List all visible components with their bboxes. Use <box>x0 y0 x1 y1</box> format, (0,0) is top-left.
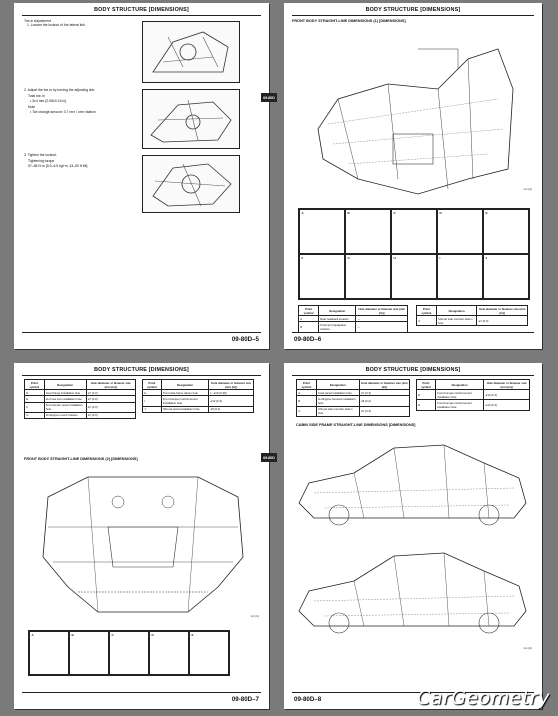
detail-cell-c: C <box>109 631 149 675</box>
step-1: Toe-in Adjustment 1. Loosen the locknut … <box>24 19 134 28</box>
figure-tighten <box>142 155 240 213</box>
figure-locknut <box>142 21 240 83</box>
manual-page-6: BODY STRUCTURE [DIMENSIONS] FRONT BODY S… <box>284 3 542 349</box>
page-header: BODY STRUCTURE [DIMENSIONS] <box>365 367 461 373</box>
footer-rule <box>22 692 261 693</box>
front-body-diagram <box>298 29 530 201</box>
page-number: 09-80D–7 <box>231 696 259 703</box>
header-rule <box>292 375 534 376</box>
step-3: 3. Tighten the locknut. Tightening torqu… <box>24 153 139 168</box>
detail-cell-e: E <box>483 209 529 254</box>
step-text: • 3±4 mm {0.08±0.16 in} <box>30 98 67 103</box>
step-text: Note <box>28 105 36 110</box>
figure-adjusting-link <box>142 89 240 149</box>
section-title: CABIN SIDE FRAME STRAIGHT-LINE DIMENSION… <box>296 423 416 427</box>
detail-cell-f: F <box>299 254 345 299</box>
detail-cell-c: C <box>391 209 437 254</box>
step-title: Toe-in Adjustment <box>24 19 51 23</box>
cabin-side-diagram-upper <box>294 433 532 533</box>
step-text: Tightening torque <box>28 159 55 164</box>
page-header: BODY STRUCTURE [DIMENSIONS] <box>365 7 461 13</box>
unit-label: mm {in} <box>250 615 259 618</box>
footer-rule <box>292 692 534 693</box>
unit-label: mm {in} <box>523 188 532 191</box>
header-rule <box>22 375 261 376</box>
front-body-underside-diagram <box>28 467 256 617</box>
site-watermark-logo: CarGeometry <box>417 687 550 709</box>
step-text: Total toe-in <box>28 94 45 99</box>
detail-cell-a: A <box>29 631 69 675</box>
page-header: BODY STRUCTURE [DIMENSIONS] <box>94 367 189 373</box>
detail-cell-g: G <box>345 254 391 299</box>
footer-rule <box>292 332 534 333</box>
header-rule <box>292 15 534 16</box>
section-tab: 09-80D <box>261 93 277 102</box>
manual-page-5: BODY STRUCTURE [DIMENSIONS] Toe-in Adjus… <box>14 3 277 349</box>
page-header: BODY STRUCTURE [DIMENSIONS] <box>94 7 189 13</box>
detail-cell-d: D <box>437 209 483 254</box>
manual-page-8: BODY STRUCTURE [DIMENSIONS] Point symbol… <box>284 363 542 709</box>
page-number: 09-80D–5 <box>231 336 259 343</box>
detail-cell-j: J <box>483 254 529 299</box>
detail-cell-i: I <box>437 254 483 299</box>
cabin-side-diagram-lower <box>294 541 532 641</box>
detail-cell-b: B <box>345 209 391 254</box>
detail-grid: A B C D E <box>28 630 230 676</box>
unit-label: mm {in} <box>523 647 532 650</box>
step-text: 3. Tighten the locknut. <box>24 153 58 157</box>
page-number: 09-80D–6 <box>294 336 322 343</box>
step-2: 2. Adjust the toe-in by turning the adju… <box>24 88 139 114</box>
page-number: 09-80D–8 <box>294 696 322 703</box>
detail-cell-d: D <box>149 631 189 675</box>
step-text: • Toe change amount: 0.7 mm / one rotati… <box>30 109 96 114</box>
detail-cell-a: A <box>299 209 345 254</box>
step-text: 1. Loosen the locknut of the lateral lin… <box>27 23 86 28</box>
manual-page-7: BODY STRUCTURE [DIMENSIONS] Point symbol… <box>14 363 277 709</box>
detail-cell-b: B <box>69 631 109 675</box>
section-title: FRONT BODY STRAIGHT-LINE DIMENSIONS (2) … <box>24 457 138 461</box>
detail-cell-e: E <box>189 631 229 675</box>
section-title: FRONT BODY STRAIGHT-LINE DIMENSIONS (1) … <box>292 19 406 23</box>
step-text: 57–68 N·m {5.9–6.9 kgf·m, 43–50 ft·lbf} <box>28 163 88 168</box>
step-text: 2. Adjust the toe-in by turning the adju… <box>24 88 96 92</box>
section-tab: 09-80D <box>261 453 277 462</box>
header-rule <box>22 15 261 16</box>
detail-grid: A B C D E F G H I J <box>298 208 530 300</box>
detail-cell-h: H <box>391 254 437 299</box>
footer-rule <box>22 332 261 333</box>
